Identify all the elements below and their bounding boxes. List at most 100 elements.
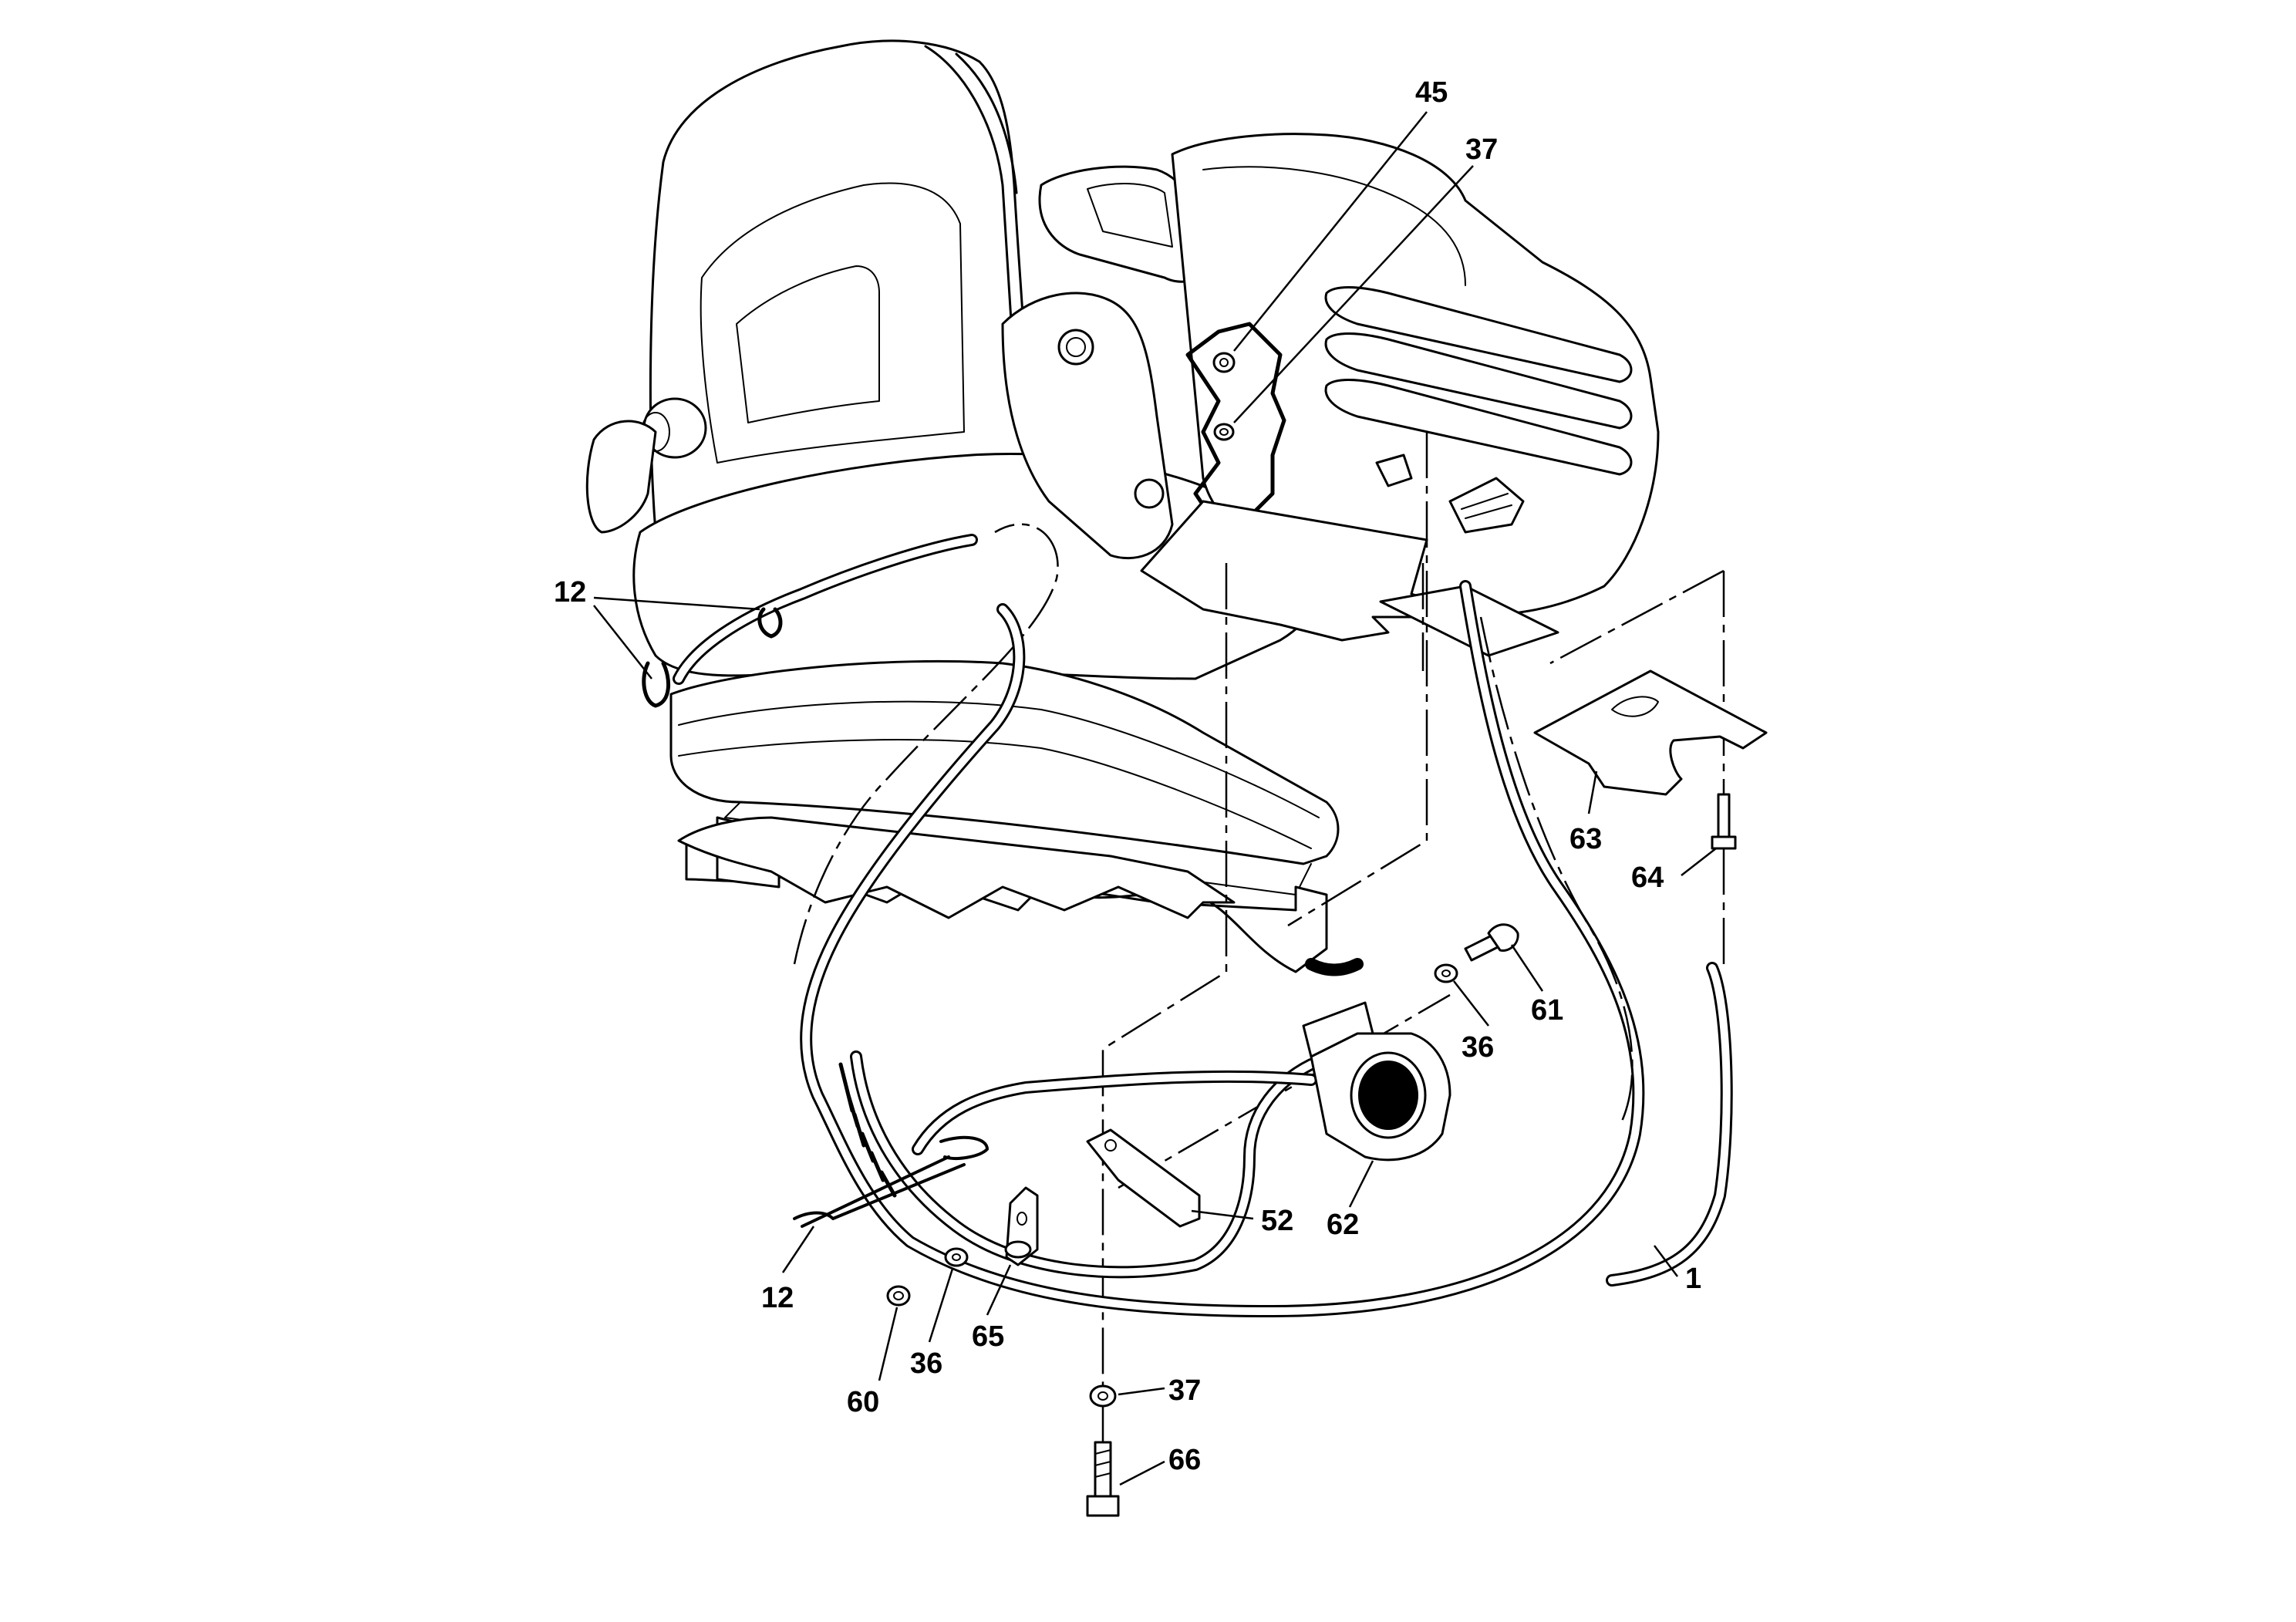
vent-slot-2 (1324, 332, 1633, 430)
callout-63: 63 (1569, 823, 1602, 855)
part-37-washer-top-hole (1219, 428, 1229, 436)
seat-backrest-side-strip (924, 45, 1020, 433)
harness-seat-loop-inner (675, 536, 976, 683)
leader-37-bottom (1118, 1387, 1165, 1396)
cabin-panel-rim (1202, 166, 1466, 286)
centerline-plate-63 (1549, 569, 1725, 665)
part-64-screw-shank (1717, 793, 1731, 838)
part-12-tie-upper-1 (642, 661, 671, 708)
part-62-alarm (1302, 1001, 1451, 1162)
part-12-tie-lower-loop (939, 1135, 989, 1160)
seat-side-lever (585, 420, 657, 534)
leader-62 (1348, 1160, 1374, 1208)
part-1-cable-inner (1608, 964, 1731, 1284)
harness-secondary-inner (852, 1053, 1315, 1276)
callout-62: 62 (1327, 1209, 1359, 1241)
seat-hinge-bracket (1001, 292, 1174, 560)
seat-armrest-inner (1087, 183, 1173, 248)
part-37-washer-top (1213, 423, 1235, 441)
leader-36-left (928, 1268, 954, 1343)
callout-12-lower: 12 (761, 1282, 794, 1314)
callout-36-left: 36 (910, 1347, 942, 1380)
callout-61: 61 (1531, 994, 1563, 1027)
leader-lines (593, 111, 1717, 1486)
part-62-alarm-grille-mesh (1358, 1061, 1418, 1130)
seat-hinge-bolt (1057, 329, 1094, 366)
cabin-floor-plate (1140, 500, 1436, 642)
part-45-nut-body (1212, 352, 1236, 373)
part-52-bracket (1086, 1128, 1201, 1228)
leader-36-right (1453, 980, 1489, 1027)
harness-branch-alarm-inner (914, 1072, 1315, 1153)
panel-connector-plug (1448, 477, 1525, 534)
seat-hinge-bolt-inner (1066, 337, 1086, 357)
leader-45 (1233, 111, 1428, 352)
seat-hinge-pin (1134, 478, 1165, 509)
panel-connector-terminal (1375, 454, 1413, 487)
part-63-plate-cutout (1611, 696, 1659, 717)
part-36-washer-left (944, 1247, 969, 1267)
leader-60 (878, 1307, 899, 1381)
vent-slot-3 (1324, 379, 1633, 476)
callout-12-upper: 12 (554, 576, 586, 609)
seat-backrest-side-strip-2 (955, 52, 1018, 194)
part-60-nut (886, 1285, 911, 1307)
part-66-bolt (1086, 1441, 1120, 1517)
panel-connector-plug-ribs (1461, 493, 1512, 519)
leader-12-upper-a (593, 596, 760, 611)
centerline-bracket-52 (1118, 993, 1451, 1189)
cutaway-torn-edge (1185, 322, 1286, 527)
leader-61 (1510, 944, 1544, 992)
part-66-bolt-thread (1094, 1449, 1111, 1478)
harness-main-inner (802, 582, 1643, 1315)
callout-65: 65 (972, 1320, 1004, 1353)
part-36-washer-right-hole (1441, 969, 1451, 977)
part-36-washer-right (1434, 963, 1458, 983)
leader-63 (1587, 771, 1598, 814)
harness-branch-connector (1305, 958, 1364, 976)
part-12-cable-ties (642, 607, 989, 1228)
callout-37-bottom: 37 (1168, 1374, 1201, 1407)
callout-66: 66 (1168, 1444, 1201, 1476)
seat-assembly (585, 39, 1660, 973)
callout-labels: 45 37 12 63 64 61 36 52 62 1 12 65 36 60… (554, 76, 1701, 1476)
callout-37-top: 37 (1465, 133, 1498, 166)
part-65-clamp (1004, 1186, 1039, 1266)
panel-connectors (1375, 454, 1525, 534)
part-65-clamp-hole (1017, 1212, 1027, 1226)
callout-52: 52 (1261, 1205, 1293, 1237)
seat-bellows-fold-2 (678, 739, 1312, 849)
part-65-clamp-loop (1004, 1240, 1032, 1259)
leader-12-upper-b (593, 605, 652, 679)
cable-harness (673, 534, 1645, 1317)
part-45-nut-hole (1219, 358, 1229, 367)
part-37-washer-bottom (1089, 1384, 1117, 1408)
part-12-tie-lower (793, 1155, 966, 1228)
part-63-plate (1533, 669, 1768, 796)
part-12-tie-upper-2 (757, 607, 783, 639)
seat-backrest-pad (700, 182, 965, 464)
part-64-screw (1711, 793, 1737, 850)
part-64-screw-head (1711, 835, 1737, 850)
part-61-bolt (1464, 923, 1519, 962)
leader-1 (1654, 1245, 1678, 1277)
part-52-bracket-body (1086, 1128, 1201, 1228)
part-45-nut (1212, 352, 1236, 373)
callout-36-right: 36 (1462, 1031, 1494, 1064)
callout-64: 64 (1631, 862, 1664, 894)
part-36-washer-left-hole (952, 1253, 961, 1261)
centerline-clip-12 (793, 523, 1059, 965)
callout-1: 1 (1685, 1263, 1701, 1295)
part-63-plate-body (1533, 669, 1768, 796)
part-61-bolt-head (1487, 923, 1519, 953)
centerline-connector (1287, 432, 1428, 927)
leader-52 (1191, 1209, 1254, 1220)
part-60-nut-body (886, 1285, 911, 1307)
part-52-bracket-hole (1104, 1139, 1117, 1152)
seat-suspension-bellows (669, 659, 1340, 865)
vent-slot-1 (1324, 286, 1633, 383)
leader-12-lower (781, 1226, 815, 1273)
leader-64 (1681, 848, 1717, 876)
part-37-washers (1089, 423, 1235, 1408)
part-1-cable (1606, 962, 1733, 1286)
